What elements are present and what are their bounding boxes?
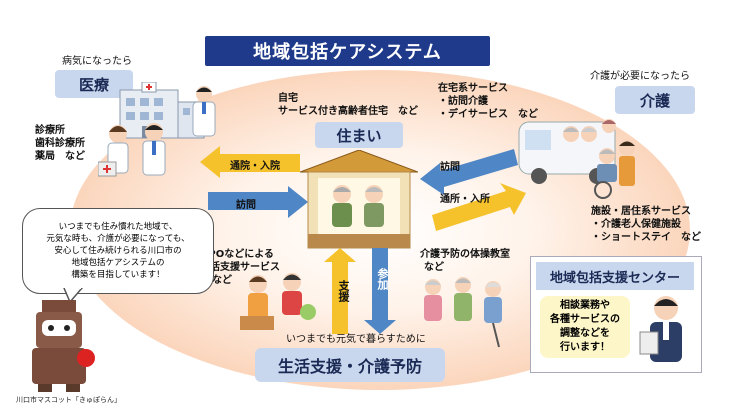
service-item: 在宅系サービス <box>438 83 508 94</box>
kaigo-facility-services: 施設・居住系サービス ・介護老人保健施設 ・ショートステイ など <box>591 205 701 244</box>
center-line: 行います！ <box>560 342 610 353</box>
mascot-illustration <box>32 300 95 392</box>
center-line: 各種サービスの <box>550 314 620 325</box>
sumai-desc-line: 自宅 <box>278 93 298 104</box>
center-line: 相談業務や <box>560 300 610 311</box>
bottom-label: 生活支援・介護予防 <box>255 348 445 382</box>
yobo-line: 介護予防の体操教室 <box>420 249 510 260</box>
npo-line: など <box>212 275 232 286</box>
staff-illustration <box>639 296 682 362</box>
npo-line: NPOなどによる <box>200 249 274 260</box>
yobo-line: など <box>424 262 444 273</box>
kaigo-caption: 介護が必要になったら <box>590 71 690 82</box>
doctor-nurse-illustration <box>98 123 166 177</box>
arrow-houmon-left-label: 訪問 <box>236 200 256 211</box>
mascot-label: 川口市マスコット「きゅぽらん」 <box>16 396 121 404</box>
arrow-tsusho-label: 通所・入所 <box>440 194 490 205</box>
volunteers-illustration <box>240 273 316 330</box>
house-illustration <box>300 150 418 249</box>
facility-item: 歯科診療所 <box>35 138 85 149</box>
arrow-tsuin-label: 通院・入院 <box>230 161 280 172</box>
center-line: 調整などを <box>560 328 610 339</box>
npo-text: NPOなどによる 生活支援サービス など <box>200 248 280 287</box>
support-center-title: 地域包括支援センター <box>536 262 694 290</box>
service-item: ・ショートステイ など <box>591 232 701 243</box>
service-item: ・デイサービス など <box>438 109 538 120</box>
right-arrows <box>420 149 526 231</box>
sumai-label: 住まい <box>315 122 403 148</box>
kaigo-label: 介護 <box>615 86 695 114</box>
speech-line: 地域包括ケアシステムの <box>71 258 165 268</box>
sumai-desc-line: サービス付き高齢者住宅 など <box>278 106 418 117</box>
iryo-caption: 病気になったら <box>62 56 132 67</box>
hospital-illustration <box>119 82 205 139</box>
service-item: ・介護老人保健施設 <box>591 219 681 230</box>
care-van-illustration <box>518 119 635 199</box>
speech-line: 安心して住み続けられる川口市の <box>54 246 182 256</box>
bottom-caption: いつまでも元気で暮らすために <box>286 334 426 345</box>
arrow-houmon-right-label: 訪問 <box>440 162 460 173</box>
yobo-text: 介護予防の体操教室 など <box>420 248 510 274</box>
speech-line: 元気な時も、介護が必要になっても、 <box>46 234 190 244</box>
speech-bubble: いつまでも住み慣れた地域で、 元気な時も、介護が必要になっても、 安心して住み続… <box>22 208 214 294</box>
diagram-title: 地域包括ケアシステム <box>205 36 490 66</box>
exercise-class-illustration <box>424 277 502 348</box>
service-item: ・訪問介護 <box>438 96 488 107</box>
kaigo-home-services: 在宅系サービス ・訪問介護 ・デイサービス など <box>438 82 538 121</box>
facility-item: 診療所 <box>35 125 65 136</box>
npo-line: 生活支援サービス <box>200 262 280 273</box>
iryo-facilities: 診療所 歯科診療所 薬局 など <box>35 124 85 163</box>
service-item: 施設・居住系サービス <box>591 206 691 217</box>
sumai-desc: 自宅 サービス付き高齢者住宅 など <box>278 92 418 118</box>
vertical-arrows <box>324 248 396 334</box>
speech-tail <box>63 288 83 304</box>
left-arrows <box>200 146 308 218</box>
facility-item: 薬局 など <box>35 151 85 162</box>
doctor-illustration <box>192 86 216 137</box>
arrow-shien-label: 支援 <box>337 280 350 302</box>
speech-line: 構築を目指しています！ <box>71 270 165 280</box>
support-center-description: 相談業務や 各種サービスの 調整などを 行います！ <box>540 296 630 358</box>
arrow-sanka-label: 参加 <box>376 268 389 290</box>
speech-line: いつまでも住み慣れた地域で、 <box>58 222 178 232</box>
